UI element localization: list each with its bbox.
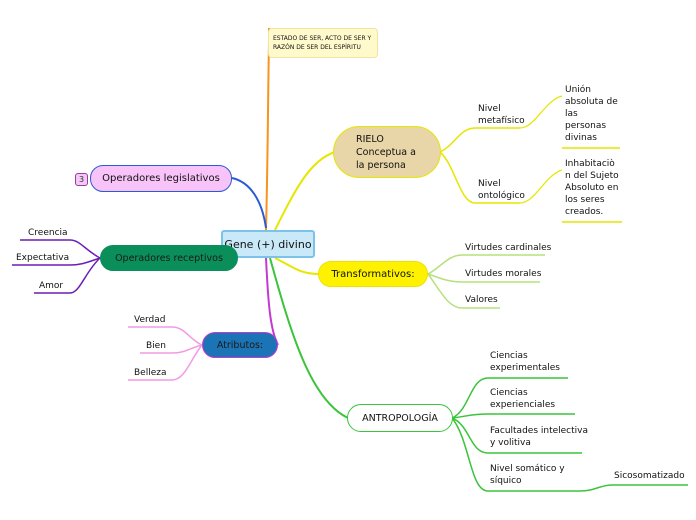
operadores-legislativos-node[interactable]: Operadores legislativos: [90, 165, 232, 192]
atributos-child-belleza[interactable]: Belleza: [134, 368, 167, 378]
connector-antro-1: [451, 377, 568, 419]
transformativos-child-2[interactable]: Virtudes morales: [465, 269, 542, 279]
receptivos-child-expectativa[interactable]: Expectativa: [16, 253, 70, 263]
top-note-text: ESTADO DE SER, ACTO DE SER Y RAZÓN DE SE…: [273, 35, 372, 51]
connector-recep-2: [12, 257, 101, 266]
atributos-child-bien[interactable]: Bien: [146, 341, 166, 351]
connector-metafisico-detail: [519, 95, 563, 129]
antropologia-label: ANTROPOLOGÍA: [362, 412, 438, 424]
transformativos-child-1[interactable]: Virtudes cardinales: [465, 243, 552, 253]
connector-atrib-2: [140, 344, 203, 354]
connector-transform-2: [427, 273, 540, 283]
transformativos-child-3[interactable]: Valores: [465, 295, 498, 305]
connector-recep-1: [20, 239, 101, 259]
antropologia-child-4[interactable]: Nivel somático y síquico: [490, 464, 565, 486]
receptivos-child-amor[interactable]: Amor: [39, 281, 64, 291]
connector-rielo-ontologico: [439, 151, 520, 204]
rielo-label: RIELO Conceptua a la persona: [356, 133, 416, 171]
rielo-detail-ontologico[interactable]: Inhabitaciò n del Sujeto Absoluto en los…: [565, 159, 619, 217]
connector-ontologico-detail: [519, 169, 563, 204]
rielo-node[interactable]: RIELO Conceptua a la persona: [333, 126, 441, 178]
rielo-child-ontologico[interactable]: Nivel ontológico: [478, 179, 525, 201]
connector-transform-3: [427, 273, 500, 309]
antropologia-detail-sicosomatizado[interactable]: Sicosomatizado: [614, 471, 685, 481]
connector-antro-4: [451, 417, 580, 492]
connector-rielo-metafisico: [439, 127, 520, 153]
connector-antro-3: [451, 417, 582, 454]
connector-antro-2: [451, 413, 575, 419]
connector-top-note: [265, 41, 270, 231]
atributos-node[interactable]: Atributos:: [202, 332, 278, 358]
antropologia-child-3[interactable]: Facultades intelectiva y volitiva: [490, 426, 588, 448]
antropologia-child-1[interactable]: Ciencias experimentales: [490, 351, 560, 373]
connector-legislativos: [231, 177, 267, 229]
collapsed-count-badge[interactable]: 3: [75, 173, 88, 186]
connector-antropologia: [269, 257, 349, 419]
operadores-receptivos-label: Operadores receptivos: [115, 252, 223, 264]
connector-atrib-3: [128, 344, 203, 381]
transformativos-label: Transformativos:: [331, 268, 415, 280]
atributos-child-verdad[interactable]: Verdad: [134, 315, 166, 325]
operadores-legislativos-label: Operadores legislativos: [102, 173, 220, 184]
antropologia-child-2[interactable]: Ciencias experienciales: [490, 388, 556, 410]
top-note[interactable]: ESTADO DE SER, ACTO DE SER Y RAZÓN DE SE…: [268, 28, 378, 58]
rielo-detail-metafisico[interactable]: Unión absoluta de las personas divinas: [565, 85, 618, 143]
connector-rielo: [274, 151, 336, 231]
connector-transformativos: [274, 257, 321, 275]
operadores-receptivos-node[interactable]: Operadores receptivos: [100, 245, 238, 271]
rielo-child-metafisico[interactable]: Nivel metafísico: [478, 104, 525, 126]
connector-recep-3: [34, 257, 101, 294]
atributos-label: Atributos:: [216, 339, 264, 351]
connector-atrib-1: [128, 326, 203, 346]
receptivos-child-creencia[interactable]: Creencia: [28, 228, 68, 238]
antropologia-node[interactable]: ANTROPOLOGÍA: [347, 404, 453, 432]
transformativos-node[interactable]: Transformativos:: [318, 261, 428, 287]
central-topic-label: Gene (+) divino: [224, 237, 312, 251]
connector-transform-1: [427, 254, 545, 275]
connector-antro-4-detail: [579, 484, 688, 492]
